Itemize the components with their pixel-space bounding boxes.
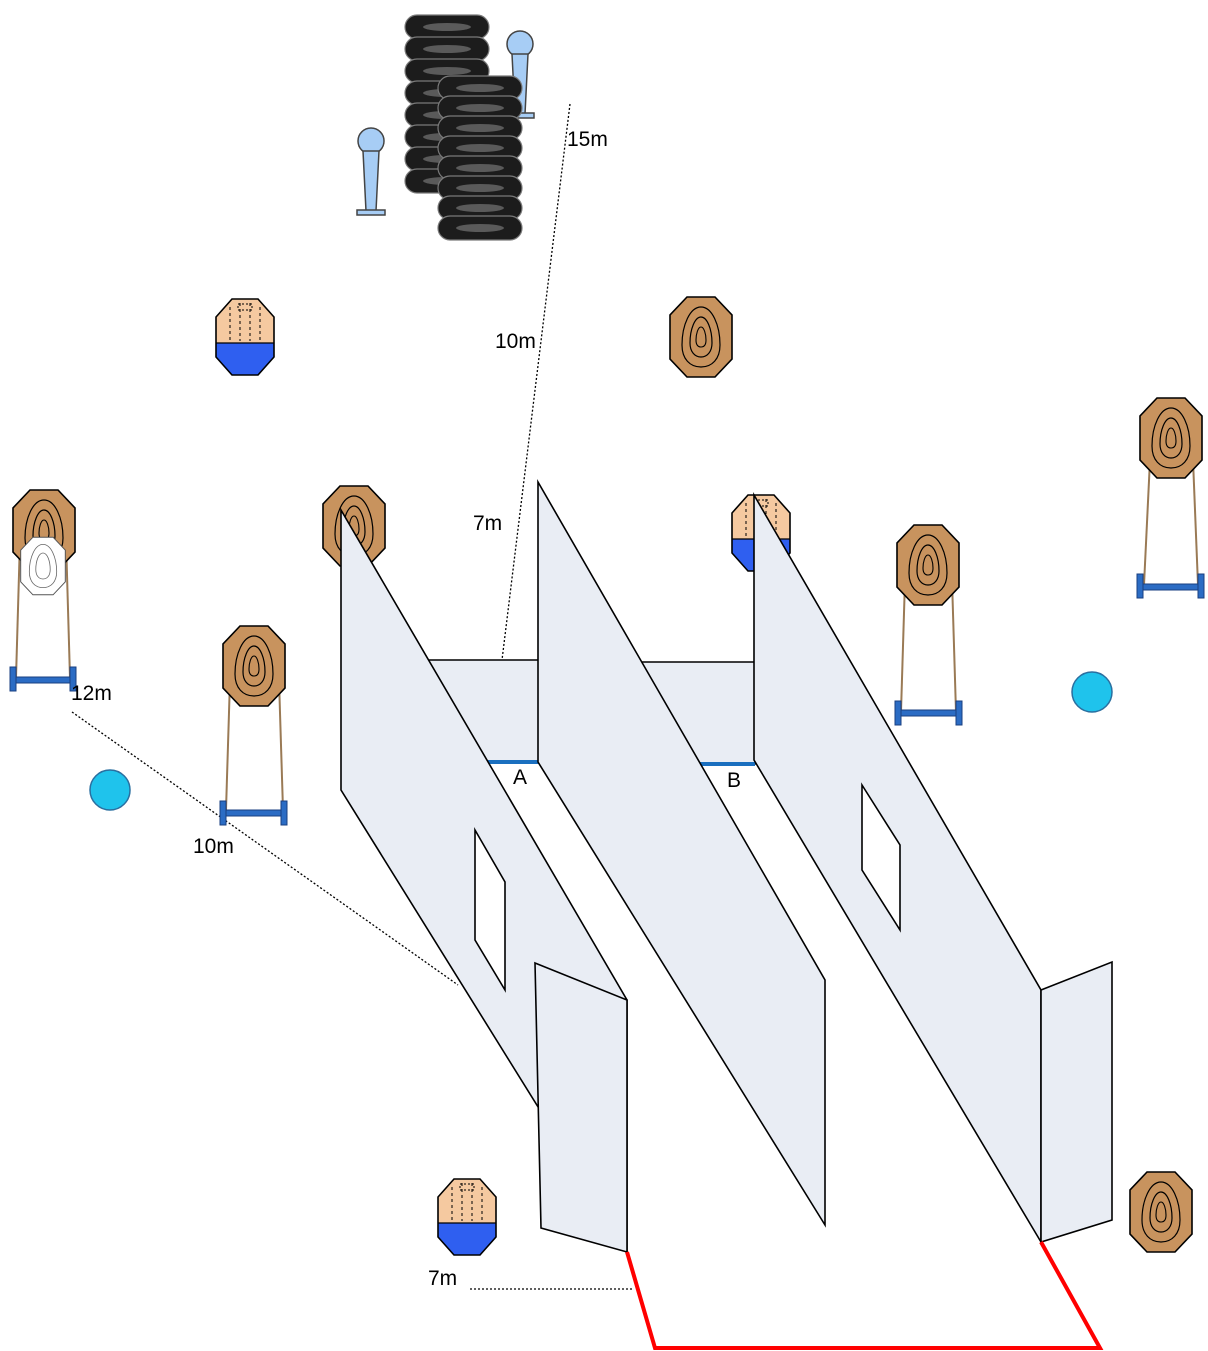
- distance-label-12m: 12m: [71, 682, 112, 705]
- front-panel-right: [1040, 960, 1113, 1244]
- target-stand-icon: [894, 579, 963, 726]
- position-label-a: A: [513, 766, 527, 789]
- ipsc-paper-target-icon: [222, 625, 286, 707]
- tire-icon: [404, 36, 490, 62]
- no-shoot-target-icon: [215, 297, 275, 377]
- wall-window-left: [474, 827, 506, 993]
- steel-popper-icon: [356, 127, 386, 216]
- no-shoot-target-icon: [437, 1177, 497, 1257]
- position-label-b: B: [727, 769, 741, 792]
- target-stand-icon: [219, 679, 288, 826]
- tire-icon: [437, 215, 523, 241]
- round-steel-plate-icon: [89, 769, 131, 811]
- tire-icon: [404, 14, 490, 40]
- target-stand-icon: [9, 539, 77, 692]
- distance-label-15m: 15m: [567, 128, 608, 151]
- round-steel-plate-icon: [1071, 671, 1113, 713]
- distance-label-10m-left: 10m: [193, 835, 234, 858]
- distance-line-left: [71, 711, 459, 986]
- ipsc-paper-target-icon: [1129, 1171, 1193, 1253]
- long-wall-middle: [537, 479, 826, 1228]
- ipsc-paper-target-icon: [20, 536, 66, 596]
- distance-line-far: [501, 103, 571, 661]
- fault-line: [625, 1241, 1104, 1350]
- distance-label-7m-bottom: 7m: [428, 1267, 457, 1290]
- ipsc-paper-target-icon: [896, 524, 960, 606]
- distance-label-7m-mid: 7m: [473, 512, 502, 535]
- wall-window-right: [861, 782, 901, 933]
- distance-label-10m-top: 10m: [495, 330, 536, 353]
- front-panel-left: [534, 961, 628, 1254]
- ipsc-paper-target-icon: [669, 296, 733, 378]
- tire-stack-icon: [437, 75, 523, 241]
- ipsc-paper-target-icon: [1139, 397, 1203, 479]
- target-stand-icon: [1136, 459, 1205, 599]
